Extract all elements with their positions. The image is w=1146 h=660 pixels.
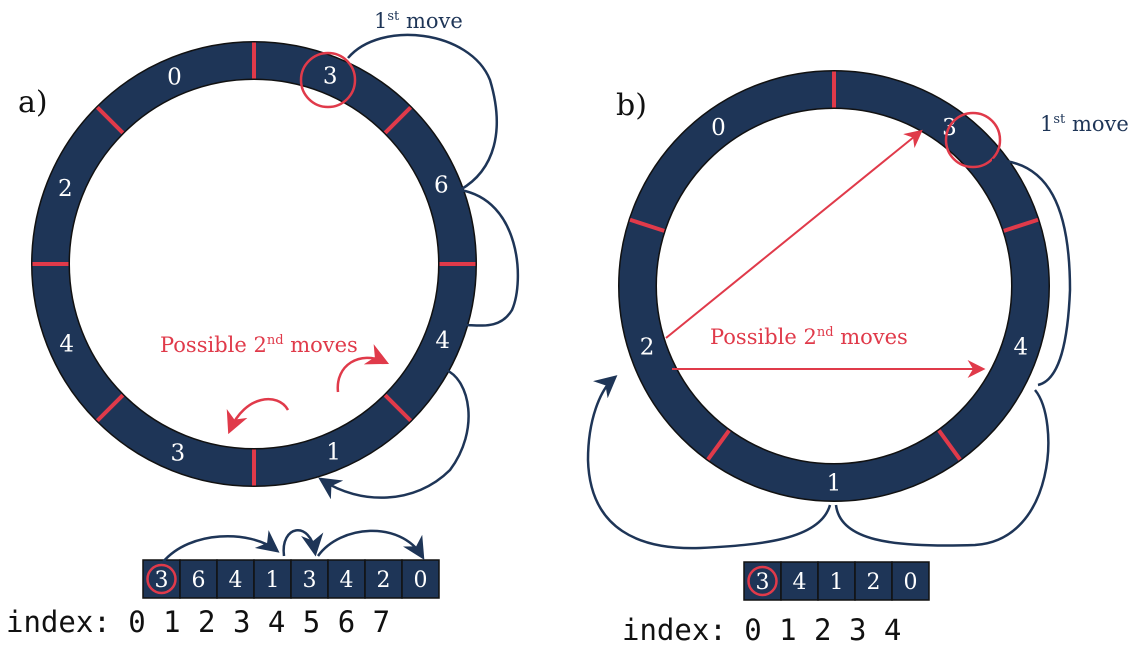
array-a-cell [142, 559, 181, 599]
ring-b-number: 2 [640, 335, 655, 361]
panel-b-label: b) [616, 88, 647, 123]
ring-b-dividers [629, 71, 1039, 461]
array-a-cell [253, 559, 292, 599]
array-b-cell-value: 0 [904, 570, 918, 595]
move-arc-b-4-to-1 [834, 389, 1050, 547]
ring-a-divider [95, 105, 125, 135]
array-b-cell-value: 1 [830, 570, 844, 595]
ring-a-divider [95, 393, 125, 423]
ring-b-number: 0 [711, 115, 726, 141]
move-arc-b-1-to-2 [586, 375, 832, 550]
second-moves-label-b: Possible 2nd moves [710, 325, 908, 349]
panel-a-label: a) [18, 85, 48, 120]
array-b-cell [891, 561, 930, 601]
start-highlight-a [299, 51, 357, 109]
ring-b-number: 4 [1014, 335, 1029, 361]
ring-b-divider [937, 429, 962, 461]
second-move-arrow-cw-a [336, 344, 390, 393]
array-b-start-highlight [747, 565, 778, 597]
ring-a-number: 0 [167, 65, 182, 91]
ring-a-number: 6 [434, 172, 449, 198]
array-a-cell-value: 2 [377, 568, 391, 593]
array-b-cell-value: 4 [793, 570, 807, 595]
second-move-arrow-b-to-3 [665, 129, 923, 339]
start-highlight-b [944, 111, 1002, 169]
ring-a-divider [383, 105, 413, 135]
second-moves-label-a: Possible 2nd moves [160, 333, 358, 357]
ring-a-number: 3 [323, 63, 338, 89]
move-arc-b-3-to-4 [991, 158, 1072, 387]
array-a-cell-value: 6 [192, 568, 206, 593]
array-b-cell [817, 561, 856, 601]
ring-b-number: 1 [827, 471, 842, 497]
array-a-cell [327, 559, 366, 599]
second-move-arrow-ccw-a [226, 397, 290, 435]
ring-a-numbers: 0 3 6 4 1 3 4 2 [58, 63, 450, 466]
array-a-cell [216, 559, 255, 599]
array-a-jump-3-to-4 [282, 529, 324, 557]
ring-a-number: 4 [435, 328, 450, 354]
array-b-cell-value: 3 [756, 570, 770, 595]
move-arc-4-to-1 [318, 368, 470, 500]
ring-a-number: 1 [326, 439, 341, 465]
index-row-b: index: 0 1 2 3 4 [622, 613, 901, 647]
array-a-jump-4-to-7 [316, 529, 425, 560]
ring-a-number: 4 [59, 332, 74, 358]
index-row-a: index: 0 1 2 3 4 5 6 7 [6, 605, 390, 639]
array-a-cell-value: 1 [266, 568, 280, 593]
ring-a-number: 3 [170, 441, 185, 467]
first-move-label-a: 1st move [374, 9, 463, 33]
move-arc-3-to-6 [347, 33, 498, 192]
ring-a-divider [383, 393, 413, 423]
ring-b-divider [706, 429, 731, 461]
array-a-cell-value: 4 [340, 568, 354, 593]
ring-b-divider [1003, 217, 1039, 233]
array-a-cell [401, 559, 440, 599]
move-arc-6-to-4 [459, 188, 520, 327]
array-a-cell-value: 4 [229, 568, 243, 593]
ring-b [619, 71, 1049, 501]
ring-a-dividers [32, 42, 476, 486]
array-a-cell-value: 3 [303, 568, 317, 593]
array-a-cell [364, 559, 403, 599]
array-b-cell-value: 2 [867, 570, 881, 595]
array-a-cell-value: 3 [155, 568, 169, 593]
ring-b-divider [629, 217, 665, 233]
ring-a-number: 2 [58, 176, 73, 202]
array-a-cell-value: 0 [414, 568, 428, 593]
array-a-cell [179, 559, 218, 599]
first-move-label-b: 1st move [1040, 112, 1129, 136]
array-a-start-highlight [146, 563, 177, 595]
array-b-cell [780, 561, 819, 601]
array-a-jump-0-to-3 [162, 530, 280, 563]
